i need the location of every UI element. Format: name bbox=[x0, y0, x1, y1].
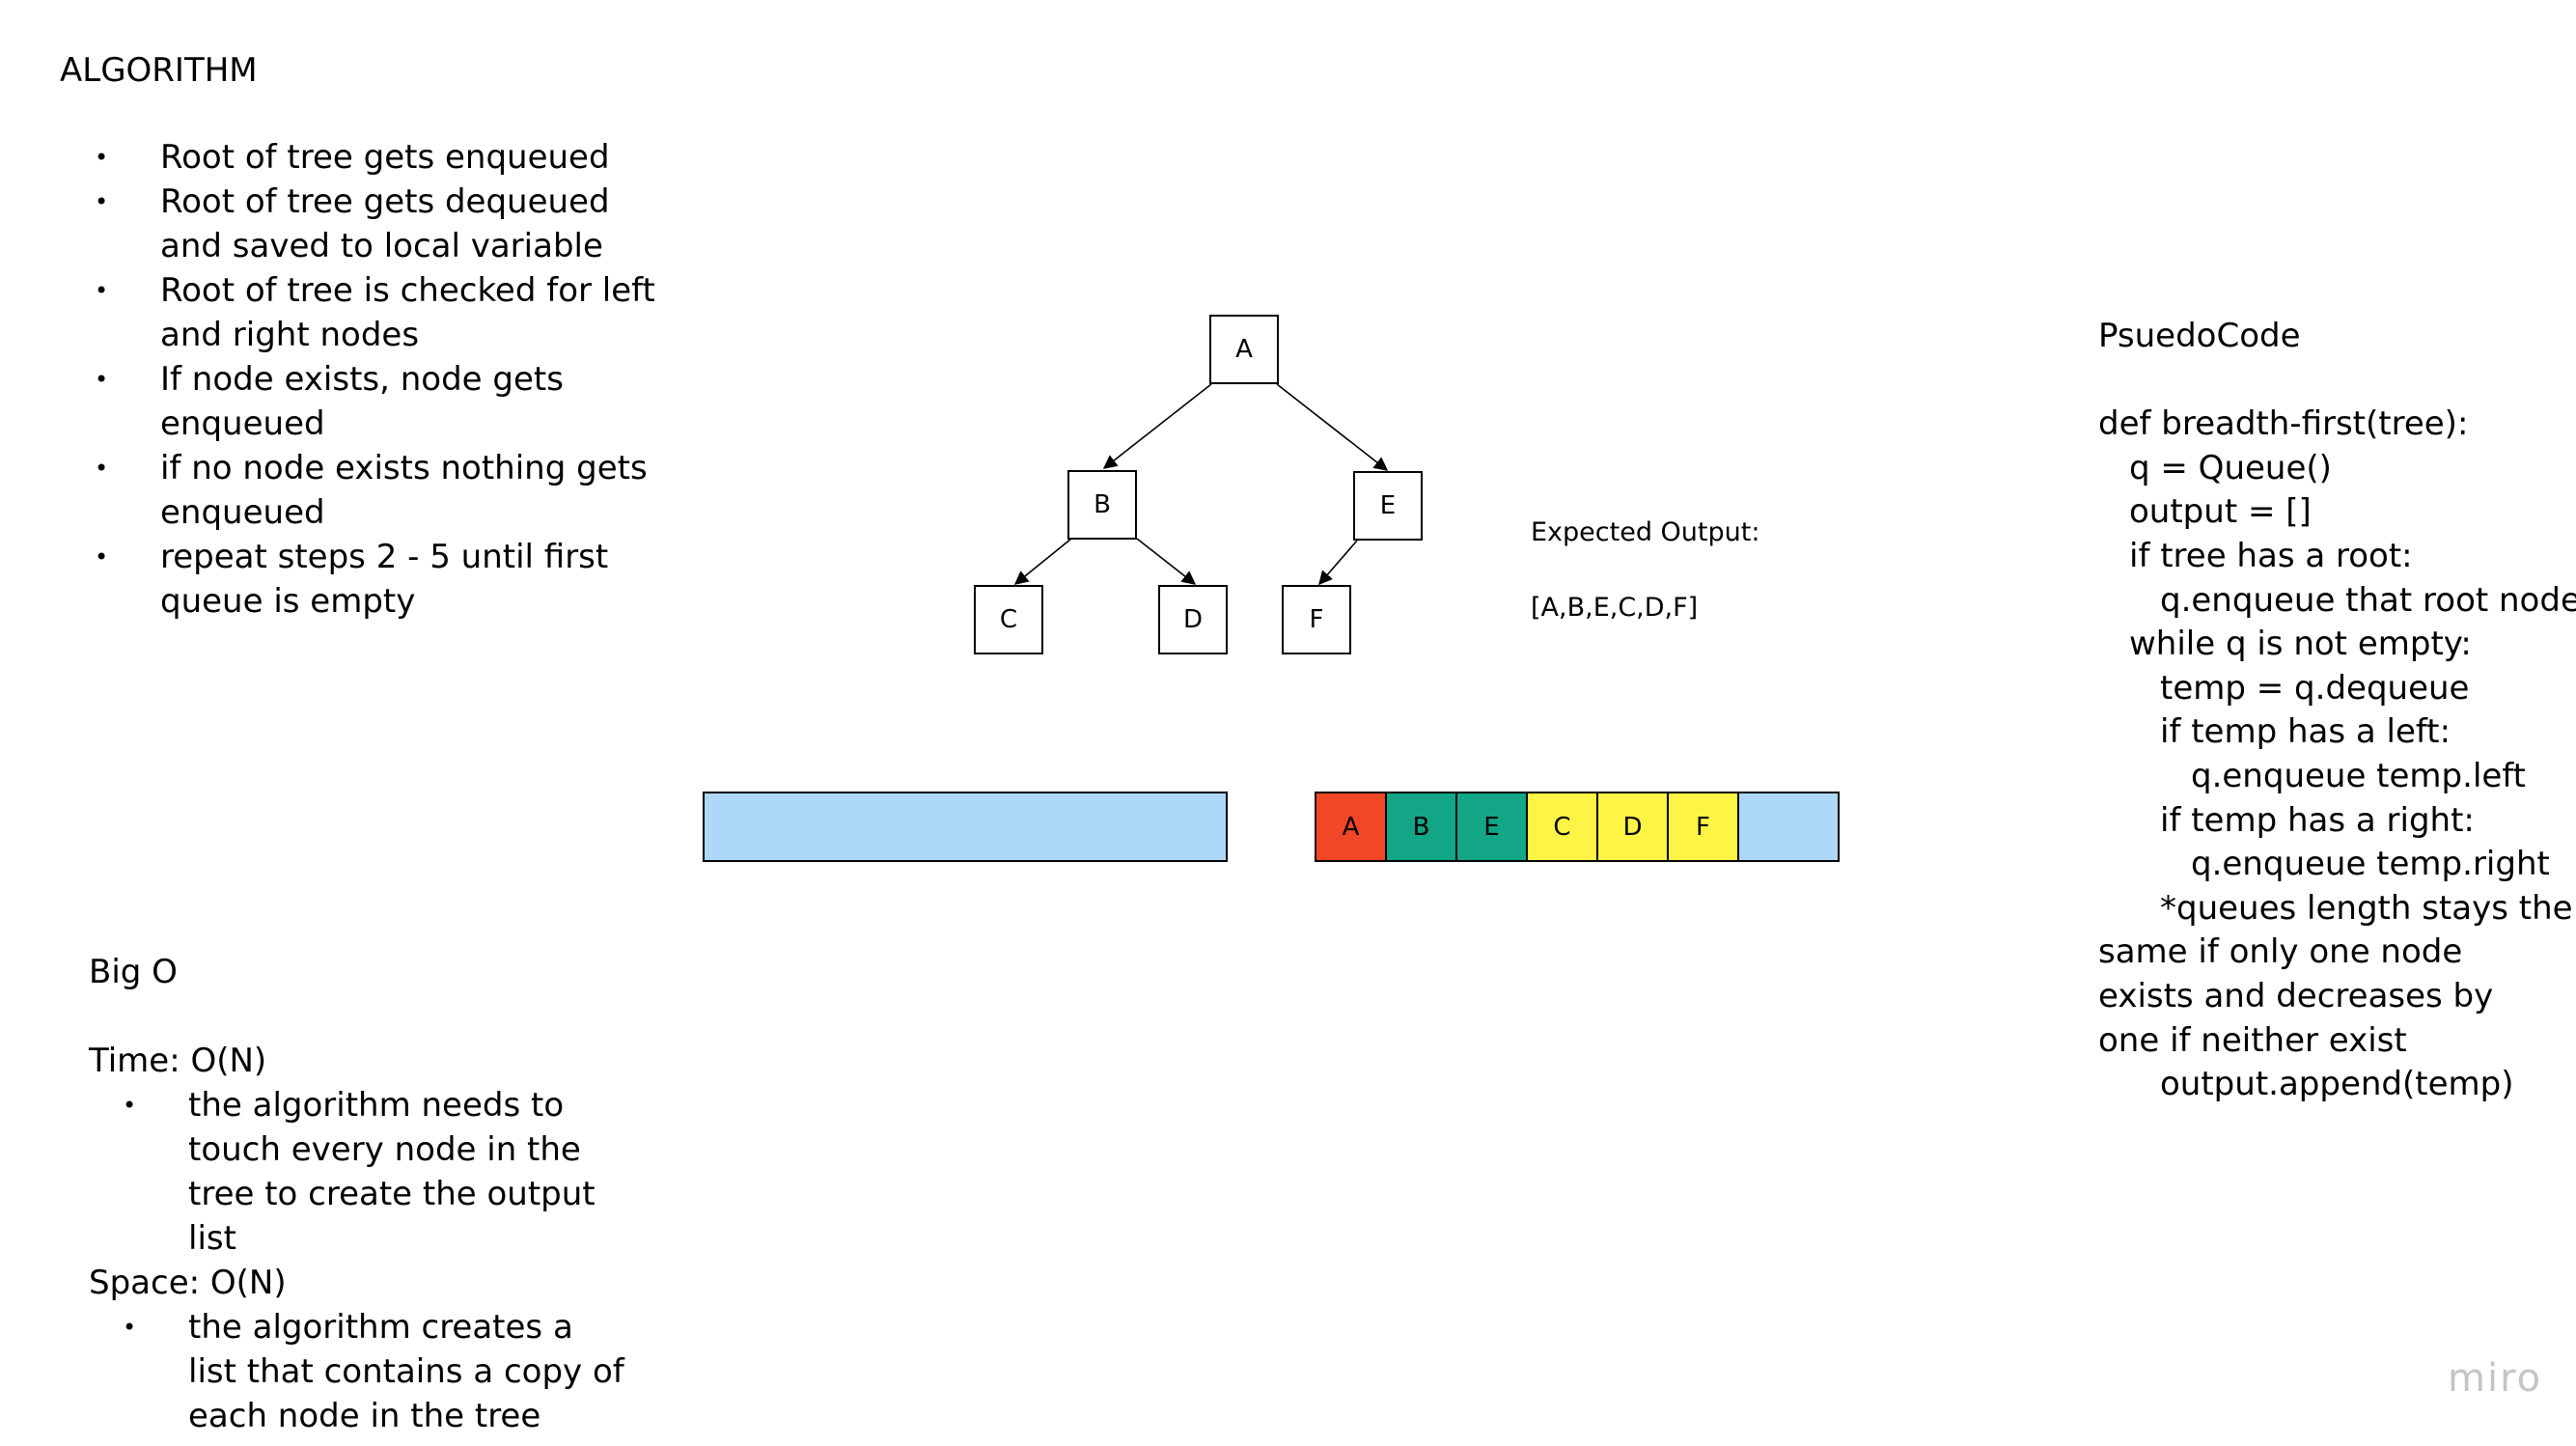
edge-b-d bbox=[1136, 538, 1197, 585]
pseudocode-line: temp = q.dequeue bbox=[2160, 668, 2470, 708]
expected-output-label: Expected Output: bbox=[1531, 517, 1760, 547]
time-complexity-notes: the algorithm needs to touch every node … bbox=[89, 1083, 629, 1261]
queue-cell: E bbox=[1457, 793, 1528, 860]
algorithm-step: Root of tree gets enqueued bbox=[95, 135, 674, 180]
queue-cell: D bbox=[1598, 793, 1669, 860]
time-complexity-label: Time: O(N) bbox=[89, 1042, 267, 1080]
output-queue-bar: A B E C D F bbox=[1315, 792, 1840, 862]
queue-cell: B bbox=[1387, 793, 1457, 860]
tree-node-c: C bbox=[974, 585, 1043, 654]
pseudocode-line: same if only one node exists and decreas… bbox=[2098, 932, 2494, 1060]
space-complexity-label: Space: O(N) bbox=[89, 1264, 287, 1302]
algorithm-step: If node exists, node gets enqueued bbox=[95, 357, 674, 446]
pseudocode-line: q.enqueue temp.left bbox=[2191, 756, 2527, 795]
tree-node-a: A bbox=[1209, 315, 1279, 384]
pseudocode-line: q.enqueue that root node bbox=[2160, 580, 2576, 620]
algorithm-steps-list: Root of tree gets enqueued Root of tree … bbox=[95, 135, 674, 624]
pseudocode-line: *queues length stays the bbox=[2160, 888, 2573, 928]
pseudocode-line: if temp has a left: bbox=[2160, 712, 2451, 752]
big-o-section: Big O Time: O(N) the algorithm needs to … bbox=[89, 950, 629, 1438]
pseudocode-line: if tree has a root: bbox=[2129, 536, 2413, 575]
queue-cell: F bbox=[1669, 793, 1739, 860]
space-complexity-note: the algorithm creates a list that contai… bbox=[123, 1305, 629, 1438]
pseudocode-title: PsuedoCode bbox=[2098, 317, 2301, 355]
algorithm-step: Root of tree is checked for left and rig… bbox=[95, 268, 674, 357]
pseudocode-line: while q is not empty: bbox=[2129, 625, 2472, 664]
pseudocode-line: def breadth-first(tree): bbox=[2098, 404, 2469, 444]
edge-b-c bbox=[1013, 538, 1072, 585]
time-complexity-note: the algorithm needs to touch every node … bbox=[123, 1083, 629, 1261]
algorithm-step: Root of tree gets dequeued and saved to … bbox=[95, 180, 674, 268]
big-o-title: Big O bbox=[89, 953, 178, 991]
empty-queue-bar bbox=[703, 792, 1228, 862]
edge-e-f bbox=[1318, 540, 1358, 586]
pseudocode-line: q = Queue() bbox=[2129, 448, 2332, 487]
algorithm-step: repeat steps 2 - 5 until first queue is … bbox=[95, 535, 674, 624]
expected-output-value: [A,B,E,C,D,F] bbox=[1531, 593, 1699, 623]
queue-cell: A bbox=[1316, 793, 1387, 860]
tree-node-b: B bbox=[1067, 470, 1137, 540]
algorithm-title: ALGORITHM bbox=[60, 51, 258, 90]
pseudocode-line: q.enqueue temp.right bbox=[2191, 845, 2550, 884]
edge-a-e bbox=[1276, 383, 1389, 471]
tree-node-e: E bbox=[1353, 471, 1423, 541]
pseudocode-line: if temp has a right: bbox=[2160, 800, 2475, 840]
algorithm-step: if no node exists nothing gets enqueued bbox=[95, 446, 674, 535]
pseudocode-line: output = [] bbox=[2129, 492, 2312, 532]
queue-cell: C bbox=[1528, 793, 1598, 860]
edge-a-b bbox=[1102, 383, 1212, 469]
tree-node-f: F bbox=[1282, 585, 1351, 654]
miro-logo: miro bbox=[2448, 1356, 2543, 1401]
tree-node-d: D bbox=[1158, 585, 1228, 654]
space-complexity-notes: the algorithm creates a list that contai… bbox=[89, 1305, 629, 1438]
pseudocode-section: PsuedoCode def breadth-first(tree): q = … bbox=[2098, 315, 2576, 1107]
pseudocode-line: output.append(temp) bbox=[2160, 1065, 2514, 1104]
